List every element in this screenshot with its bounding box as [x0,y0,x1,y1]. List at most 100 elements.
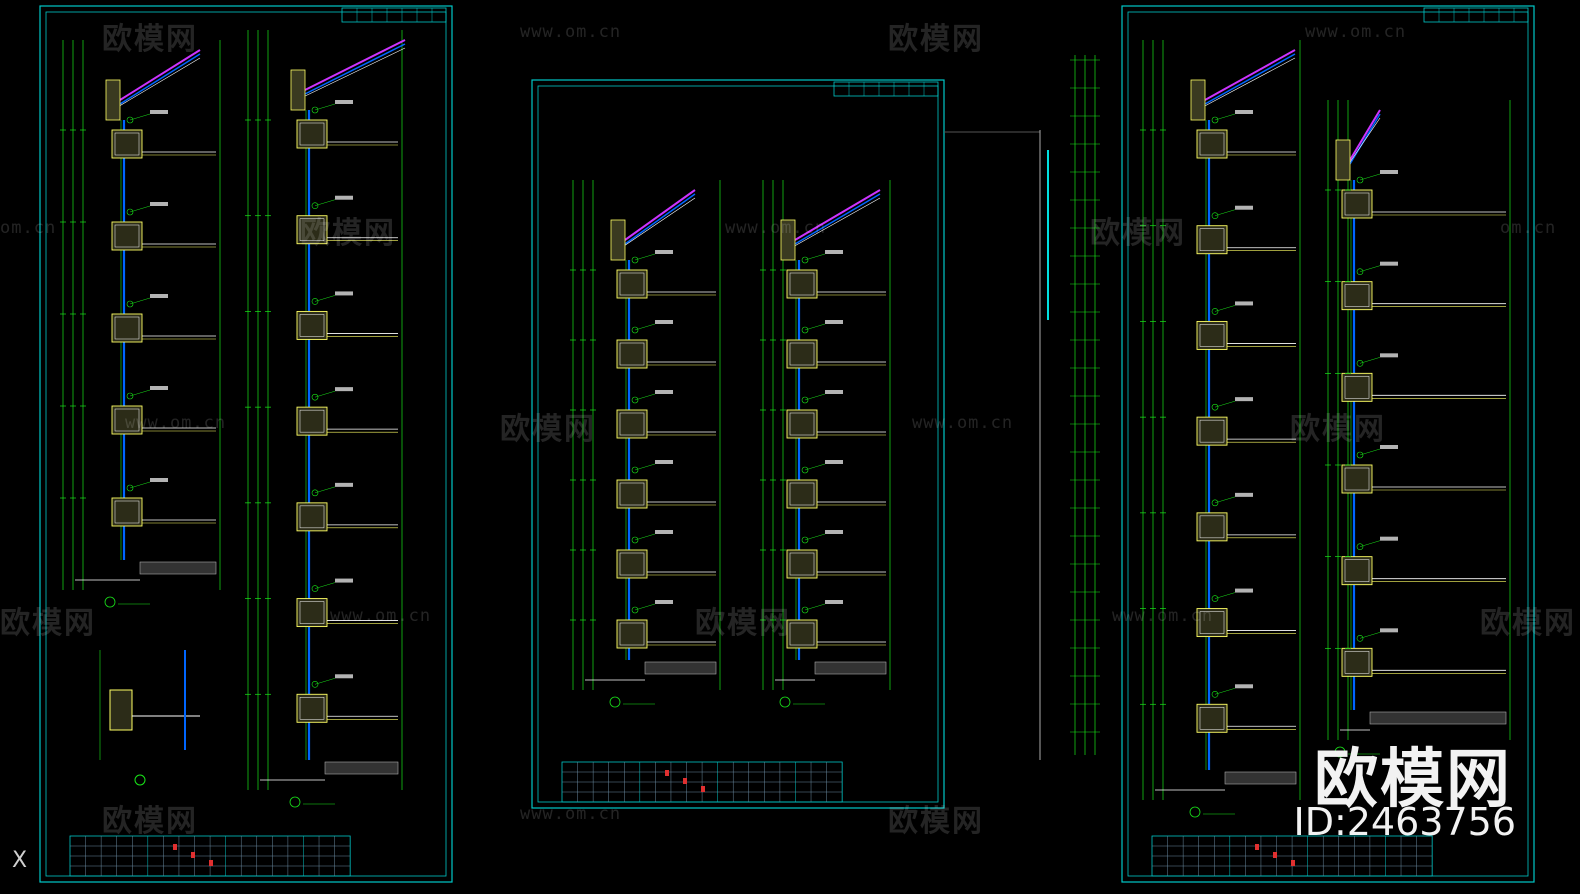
level-marker [801,606,809,614]
leader-line [314,199,336,206]
floor-beam [296,502,328,532]
title-block-stamp [1291,860,1295,866]
leader-line [1359,448,1381,456]
beam-core [1199,515,1225,539]
ground-slab [139,561,217,575]
wall-section [570,180,721,708]
roof-edge [300,47,406,99]
ground-slab [1224,771,1297,785]
annotation-mark [150,294,168,298]
leader-line [314,582,336,589]
wall-sections [60,30,1511,818]
beam-core [619,272,645,296]
annotation-mark [335,578,353,583]
leader-line [804,603,826,611]
roof-membrane [119,53,201,105]
floor-beam [616,269,648,299]
beam-core [619,622,645,646]
ground-slab [644,661,717,675]
leader-line [634,323,656,331]
sheet-border [531,79,945,809]
level-marker [1356,543,1364,550]
annotation-mark [655,320,673,324]
title-block-stamp [209,860,213,866]
leader-line [314,103,336,111]
ground-slab [814,661,887,675]
beam-core [114,500,140,524]
annotation-mark [1380,536,1398,541]
leader-line [634,253,656,261]
level-marker [311,393,319,401]
sheet-border [39,5,453,883]
level-marker [801,256,809,264]
level-marker [1211,116,1219,124]
annotation-mark [825,460,843,464]
roof-membrane [1349,113,1381,165]
floor-beam [616,619,648,649]
beam-core [299,314,325,337]
detail-section [99,650,200,786]
leader-line [314,390,336,398]
annotation-mark [655,460,673,464]
floor-beam [616,409,648,439]
level-marker [311,680,319,688]
floor-beam [296,693,328,723]
annotation-mark [150,386,168,390]
level-marker [631,326,639,334]
leader-line [1214,113,1236,121]
floor-beam [111,221,143,251]
floor-beam [786,339,818,369]
dimension-column [1070,55,1100,755]
annotation-mark [825,250,843,254]
level-marker [801,396,809,404]
level-marker [1211,212,1219,220]
annotation-mark [655,390,673,394]
section-marker [104,596,116,608]
level-marker [631,466,639,474]
annotation-mark [150,202,168,206]
leader-line [1359,632,1381,639]
annotation-mark [1235,397,1253,402]
roof-slope [794,189,881,241]
leader-line [634,463,656,471]
annotation-mark [335,100,353,104]
leader-line [1359,173,1381,181]
annotation-mark [335,291,353,296]
annotation-mark [1380,628,1398,633]
beam-core [1344,284,1370,307]
level-marker [1356,176,1364,184]
annotation-mark [150,478,168,482]
leader-line [129,205,151,213]
annotation-mark [150,110,168,114]
floor-beam [1341,647,1373,677]
parapet [1190,79,1206,121]
annotation-mark [335,195,353,200]
leader-line [804,323,826,331]
roof-membrane [304,43,406,95]
beam-core [114,408,140,432]
floor-beam [296,598,328,628]
beam-core [1199,611,1225,634]
leader-line [804,393,826,401]
level-marker [311,106,319,114]
level-marker [126,392,134,400]
beam-core [619,552,645,576]
beam-core [299,218,325,241]
annotation-mark [1235,684,1253,689]
wall-section [760,180,891,708]
annotation-mark [655,600,673,604]
annotation-mark [1235,588,1253,593]
annotation-mark [1380,170,1398,174]
floor-beam [1341,464,1373,494]
title-block-stamp [1255,844,1259,850]
close-icon[interactable]: X [12,848,28,873]
floor-beam [111,497,143,527]
beam-core [299,122,325,146]
detail-beam [109,689,133,731]
parapet [1335,139,1351,181]
section-marker [779,696,791,708]
wall-section [1140,40,1301,818]
level-marker [631,606,639,614]
floor-beam [1196,225,1228,255]
